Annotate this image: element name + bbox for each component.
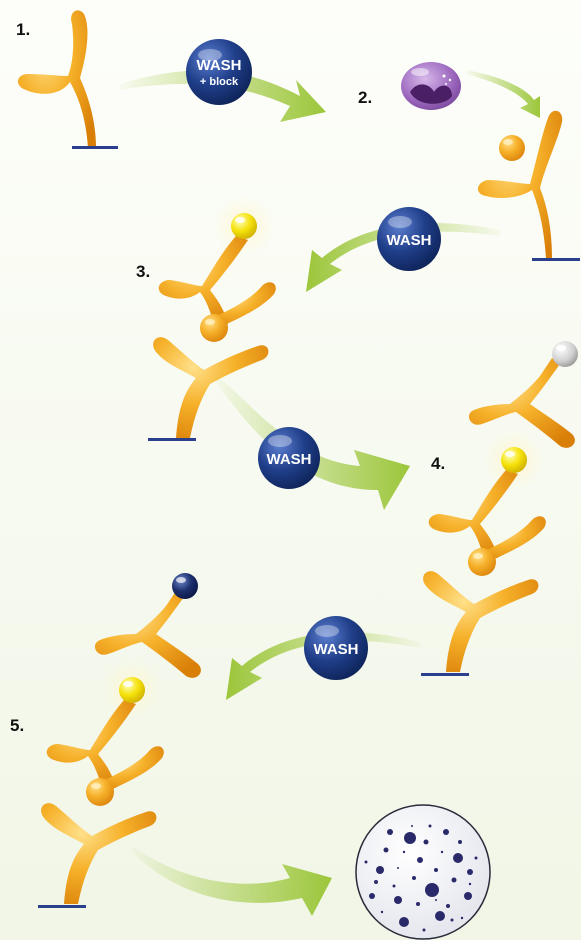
- step3-detection-antibody: [158, 196, 276, 328]
- step3-antigen: [200, 314, 228, 342]
- step5-capture-antibody: [41, 803, 157, 904]
- well-spots-icon: [355, 804, 491, 940]
- wash-label-2: WASH: [387, 232, 432, 249]
- step1-antibody: [17, 10, 96, 148]
- wash-button-1: WASH + block: [186, 39, 252, 105]
- wash-sublabel-1: + block: [200, 76, 239, 88]
- arrow-6: [132, 846, 332, 916]
- step-label-4: 4.: [431, 454, 446, 473]
- step-label-1: 1.: [16, 20, 31, 39]
- membrane-1: [72, 146, 118, 149]
- arrow-5: [226, 632, 420, 700]
- wash-label-3: WASH: [267, 451, 312, 468]
- membrane-2: [532, 258, 580, 261]
- wash-button-2: WASH: [377, 207, 441, 271]
- step5-detection-antibody: [46, 660, 164, 792]
- membrane-3: [148, 438, 196, 441]
- wash-label-1: WASH: [197, 57, 242, 74]
- step-label-3: 3.: [136, 262, 151, 281]
- arrow-4: [216, 376, 410, 510]
- step-label-5: 5.: [10, 716, 25, 735]
- membrane-5: [38, 905, 86, 908]
- arrow-1: [120, 70, 326, 122]
- step2-antibody: [477, 110, 563, 258]
- step4-enzyme-antibody: [468, 341, 578, 448]
- step4-antigen: [468, 548, 496, 576]
- arrow-3: [306, 223, 500, 292]
- wash-button-4: WASH: [304, 616, 368, 680]
- membrane-4: [421, 673, 469, 676]
- cell-icon: [401, 62, 461, 110]
- step-label-2: 2.: [358, 88, 373, 107]
- step3-capture-antibody: [153, 337, 269, 438]
- wash-label-4: WASH: [314, 641, 359, 658]
- step4-detection-antibody: [428, 430, 546, 562]
- wash-button-3: WASH: [258, 427, 320, 489]
- step4-capture-antibody: [423, 571, 539, 672]
- step5-enzyme-antibody: [94, 573, 201, 678]
- step5-antigen: [86, 778, 114, 806]
- arrow-2: [466, 70, 540, 118]
